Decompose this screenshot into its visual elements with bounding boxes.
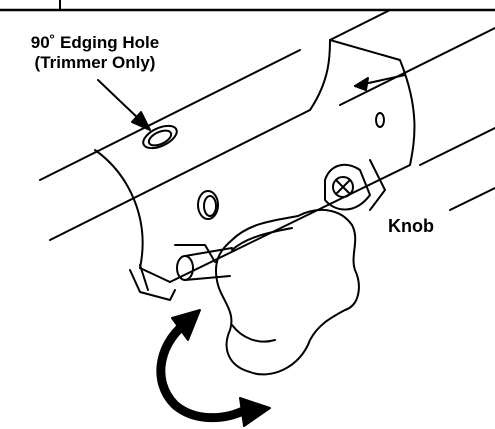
coupler-sleeve (95, 40, 414, 282)
edging-hole-label-line2: (Trimmer Only) (10, 53, 180, 73)
curved-arrow-icon (161, 310, 270, 426)
arrow-icon (98, 80, 150, 130)
side-hole-inner (204, 196, 216, 216)
knob-label: Knob (388, 216, 434, 236)
direction-arrow-icon (355, 75, 405, 90)
knob (216, 210, 359, 374)
edging-hole-label: 90˚ Edging Hole (Trimmer Only) (10, 33, 180, 73)
edging-hole-label-line1: 90˚ Edging Hole (10, 33, 180, 53)
small-hole (376, 113, 384, 127)
